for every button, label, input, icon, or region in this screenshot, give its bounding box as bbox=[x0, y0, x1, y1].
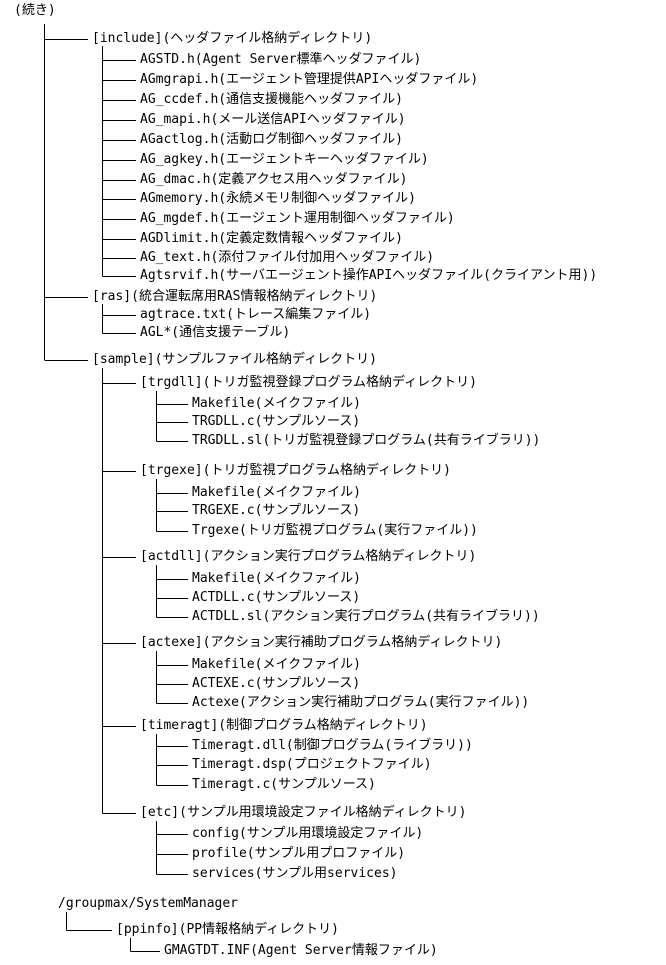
file-item: Makefile(メイクファイル) bbox=[192, 657, 362, 672]
dir-actexe-label: [actexe](アクション実行補助プログラム格納ディレクトリ) bbox=[140, 635, 503, 650]
dir-etc-label: [etc](サンプル用環境設定ファイル格納ディレクトリ) bbox=[140, 805, 467, 820]
file-item: Trgexe(トリガ監視プログラム(実行ファイル)) bbox=[192, 523, 478, 538]
file-item: ACTDLL.sl(アクション実行プログラム(共有ライブラリ)) bbox=[192, 609, 540, 624]
file-item: ACTDLL.c(サンプルソース) bbox=[192, 590, 361, 605]
file-item: AG_mapi.h(メール送信APIヘッダファイル) bbox=[140, 112, 406, 127]
dir-ppinfo-label: [ppinfo](PP情報格納ディレクトリ) bbox=[116, 922, 340, 937]
file-item: Makefile(メイクファイル) bbox=[192, 485, 362, 500]
file-item: config(サンプル用環境設定ファイル) bbox=[192, 826, 424, 841]
file-item: TRGDLL.sl(トリガ監視登録プログラム(共有ライブラリ)) bbox=[192, 433, 541, 448]
file-item: Timeragt.dll(制御プログラム(ライブラリ)) bbox=[192, 738, 473, 753]
file-item: ACTEXE.c(サンプルソース) bbox=[192, 676, 361, 691]
file-item: agtrace.txt(トレース編集ファイル) bbox=[140, 307, 372, 322]
dir-include-label: [include](ヘッダファイル格納ディレクトリ) bbox=[92, 31, 373, 46]
dir-ras-label: [ras](統合運転席用RAS情報格納ディレクトリ) bbox=[92, 289, 378, 304]
file-item: Timeragt.c(サンプルソース) bbox=[192, 777, 376, 792]
file-item: AGSTD.h(Agent Server標準ヘッダファイル) bbox=[140, 52, 422, 67]
file-item: AGL*(通信支援テーブル) bbox=[140, 325, 291, 340]
file-item: TRGDLL.c(サンプルソース) bbox=[192, 414, 361, 429]
file-item: AG_agkey.h(エージェントキーヘッダファイル) bbox=[140, 152, 429, 167]
file-item: Agtsrvif.h(サーバエージェント操作APIヘッダファイル(クライアント用… bbox=[140, 268, 598, 283]
file-item: AGactlog.h(活動ログ制御ヘッダファイル) bbox=[140, 132, 403, 147]
systemmanager-path: /groupmax/SystemManager bbox=[58, 896, 239, 911]
file-item: AGDlimit.h(定義定数情報ヘッダファイル) bbox=[140, 231, 403, 246]
file-item: Timeragt.dsp(プロジェクトファイル) bbox=[192, 757, 432, 772]
file-item: TRGEXE.c(サンプルソース) bbox=[192, 503, 361, 518]
dir-actdll-label: [actdll](アクション実行プログラム格納ディレクトリ) bbox=[140, 549, 477, 564]
dir-trgexe-label: [trgexe](トリガ監視プログラム格納ディレクトリ) bbox=[140, 463, 451, 478]
file-item: GMAGTDT.INF(Agent Server情報ファイル) bbox=[164, 943, 438, 958]
file-item: AG_mgdef.h(エージェント運用制御ヘッダファイル) bbox=[140, 211, 455, 226]
dir-trgdll-label: [trgdll](トリガ監視登録プログラム格納ディレクトリ) bbox=[140, 375, 477, 390]
file-item: AG_ccdef.h(通信支援機能ヘッダファイル) bbox=[140, 92, 403, 107]
file-item: Actexe(アクション実行補助プログラム(実行ファイル)) bbox=[192, 695, 530, 710]
dir-timeragt-label: [timeragt](制御プログラム格納ディレクトリ) bbox=[140, 718, 428, 733]
file-item: Makefile(メイクファイル) bbox=[192, 396, 362, 411]
file-item: services(サンプル用services) bbox=[192, 866, 398, 881]
file-item: AGmgrapi.h(エージェント管理提供APIヘッダファイル) bbox=[140, 72, 479, 87]
file-item: AG_text.h(添付ファイル付加用ヘッダファイル) bbox=[140, 250, 435, 265]
file-item: AGmemory.h(永続メモリ制御ヘッダファイル) bbox=[140, 191, 416, 206]
file-item: Makefile(メイクファイル) bbox=[192, 571, 362, 586]
dir-sample-label: [sample](サンプルファイル格納ディレクトリ) bbox=[92, 352, 377, 367]
continued-heading: (続き) bbox=[14, 3, 56, 18]
file-item: profile(サンプル用プロファイル) bbox=[192, 846, 406, 861]
file-item: AG_dmac.h(定義アクセス用ヘッダファイル) bbox=[140, 172, 408, 187]
